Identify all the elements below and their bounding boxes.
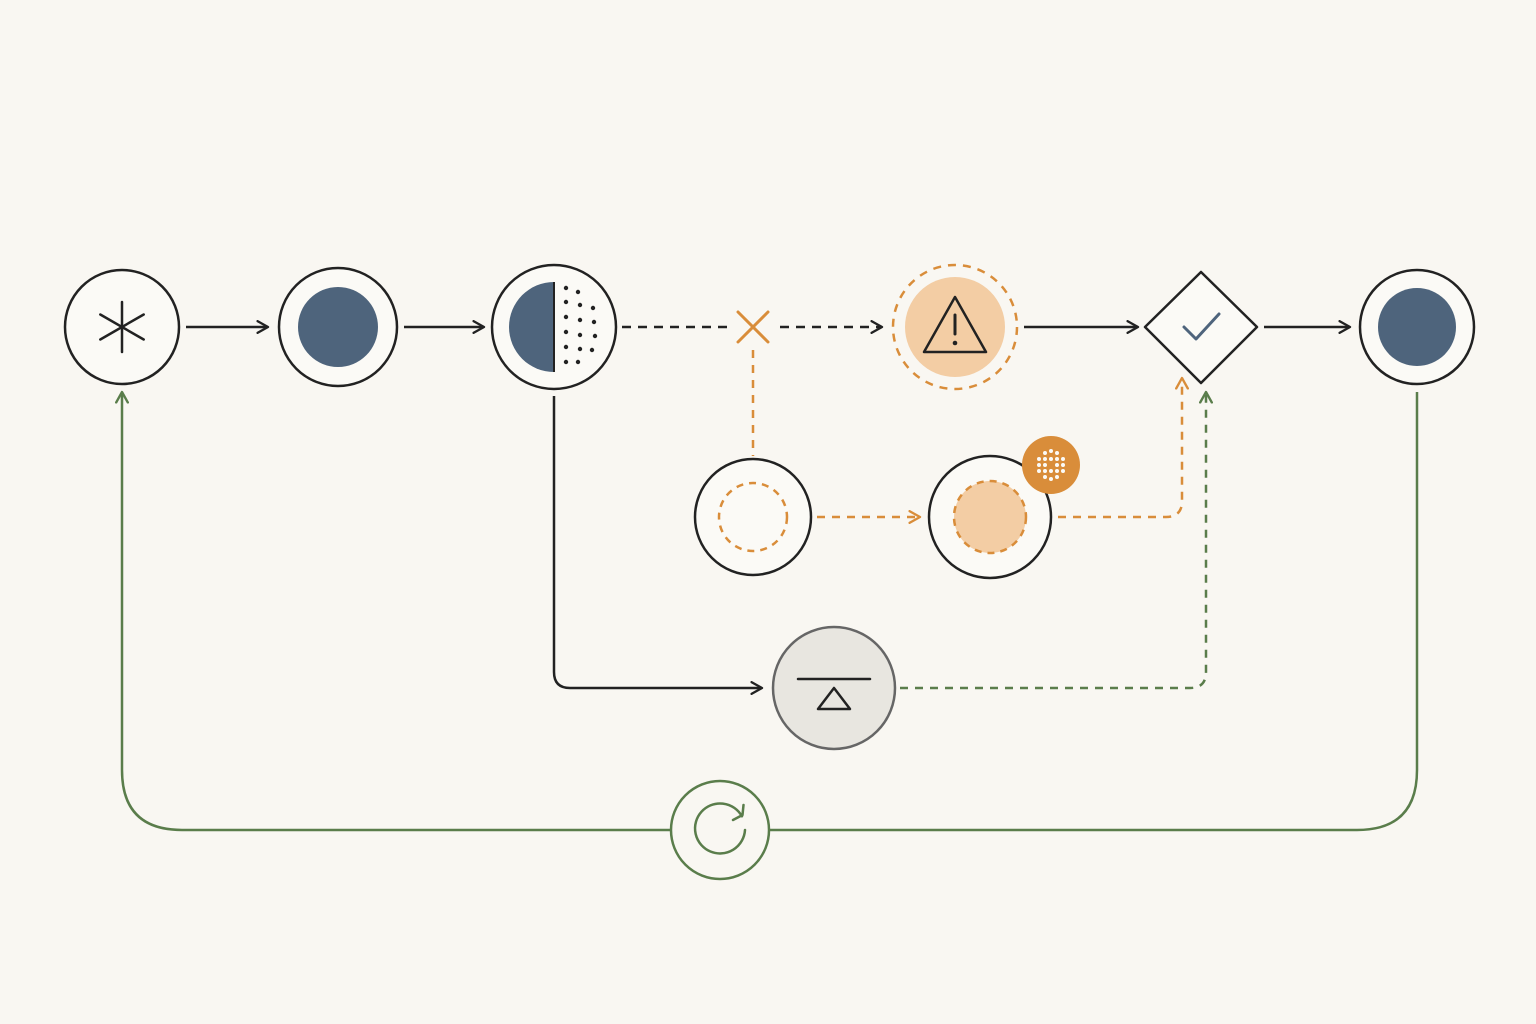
edge-step2-to-balance: [552, 396, 764, 695]
dots-grid-icon: [1022, 436, 1080, 494]
decision-node[interactable]: [1143, 270, 1259, 385]
filled-dashed-circle-icon: [952, 479, 1028, 555]
edge-balance-to-decision: [900, 390, 1213, 690]
step-2-node[interactable]: [490, 263, 618, 391]
start-node[interactable]: [63, 268, 181, 386]
x-mark-icon[interactable]: [736, 310, 770, 344]
balance-node[interactable]: [771, 625, 897, 751]
warning-node[interactable]: [891, 263, 1019, 391]
edge-loop-right: [770, 392, 1419, 832]
filled-circle-icon: [298, 287, 378, 367]
balance-icon: [796, 677, 872, 711]
edge-loop-left: [115, 390, 670, 832]
check-icon: [1182, 312, 1221, 341]
step-1-node[interactable]: [277, 266, 399, 388]
loop-node[interactable]: [669, 779, 771, 881]
filled-circle-icon: [1378, 288, 1456, 366]
in-progress-node[interactable]: [927, 436, 1080, 580]
dashed-circle-icon: [717, 481, 789, 553]
warning-triangle-icon: [922, 295, 988, 354]
refresh-icon: [693, 802, 747, 855]
asterisk-icon: [99, 300, 145, 354]
half-filled-dotted-circle-icon: [509, 282, 598, 372]
pending-node[interactable]: [693, 457, 813, 577]
edges: [115, 320, 1419, 832]
edge-inprogress-to-decision: [1058, 376, 1189, 519]
end-node[interactable]: [1358, 268, 1476, 386]
